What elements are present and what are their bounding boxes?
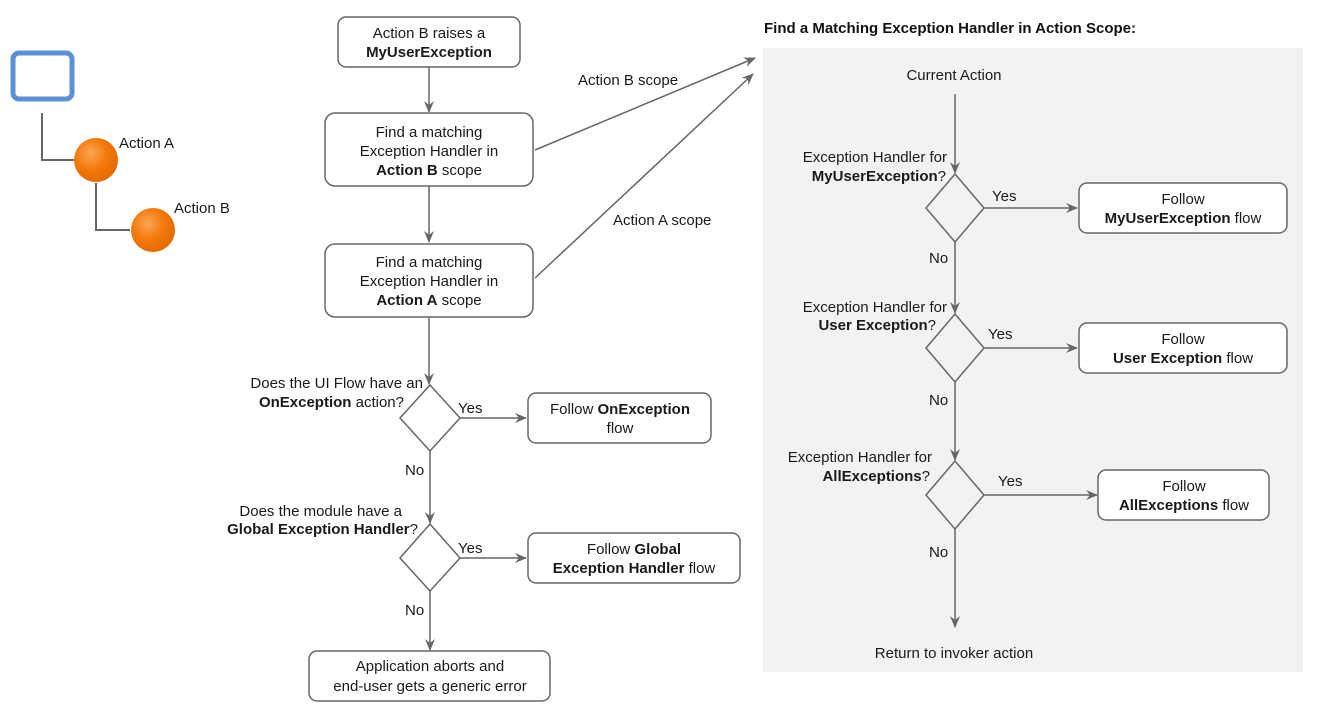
arrow-action-b-scope — [534, 57, 756, 151]
result1-line1: Follow OnException — [550, 401, 690, 418]
tree-connector-b — [95, 183, 130, 231]
end-line2: end-user gets a generic error — [333, 678, 526, 695]
action-a-scope-label: Action A scope — [613, 212, 711, 229]
decision1-yes-label: Yes — [458, 400, 482, 417]
check1-result-line1: Follow — [1161, 191, 1205, 208]
check1-no-label: No — [929, 250, 948, 267]
check1-line1: Exception Handler for — [803, 149, 947, 166]
follow-global-handler-box[interactable]: Follow Global Exception Handler flow — [527, 532, 741, 584]
result2-line1: Follow Global — [587, 541, 681, 558]
result1-line2: flow — [607, 420, 634, 437]
start-box[interactable]: Action B raises a MyUserException — [337, 16, 521, 68]
check2-result-line2: User Exception flow — [1113, 350, 1253, 367]
check3-result-line1: Follow — [1162, 478, 1206, 495]
check2-yes-label: Yes — [988, 326, 1012, 343]
decision1-line1: Does the UI Flow have an — [250, 375, 423, 392]
check2-line2: User Exception? — [818, 317, 936, 334]
return-to-invoker-label: Return to invoker action — [875, 645, 1033, 662]
decision2-no-label: No — [405, 602, 424, 619]
application-aborts-box[interactable]: Application aborts and end-user gets a g… — [308, 650, 551, 702]
check1-line2: MyUserException? — [812, 168, 946, 185]
result2-line2: Exception Handler flow — [553, 560, 716, 577]
check3-line1: Exception Handler for — [788, 449, 932, 466]
action-a-node-icon[interactable] — [74, 138, 118, 182]
start-line2: MyUserException — [366, 44, 492, 61]
check3-result-line2: AllExceptions flow — [1119, 497, 1249, 514]
decision1-no-label: No — [405, 462, 424, 479]
check3-line2: AllExceptions? — [822, 468, 930, 485]
find-a-line1: Find a matching — [376, 254, 483, 271]
panel-title: Find a Matching Exception Handler in Act… — [764, 20, 1136, 37]
find-a-line2: Exception Handler in — [360, 273, 498, 290]
action-a-label: Action A — [119, 135, 174, 152]
find-handler-action-b-box[interactable]: Find a matching Exception Handler in Act… — [324, 112, 534, 187]
find-a-line3: Action A scope — [376, 292, 481, 309]
find-b-line3: Action B scope — [376, 162, 482, 179]
action-b-node-icon[interactable] — [131, 208, 175, 252]
tree-connector-a — [41, 113, 74, 161]
check2-result-line1: Follow — [1161, 331, 1205, 348]
action-tree: Action A Action B — [10, 50, 230, 252]
end-line1: Application aborts and — [356, 658, 504, 675]
check3-no-label: No — [929, 544, 948, 561]
decision1-diamond[interactable] — [398, 383, 462, 453]
find-b-line1: Find a matching — [376, 124, 483, 141]
start-line1: Action B raises a — [373, 25, 486, 42]
decision1-line2: OnException action? — [259, 394, 404, 411]
action-b-label: Action B — [174, 200, 230, 217]
action-b-scope-label: Action B scope — [578, 72, 678, 89]
check1-yes-label: Yes — [992, 188, 1016, 205]
follow-myuserexception-box[interactable]: Follow MyUserException flow — [1078, 182, 1288, 234]
follow-allexceptions-box[interactable]: Follow AllExceptions flow — [1097, 469, 1270, 521]
check3-yes-label: Yes — [998, 473, 1022, 490]
decision2-yes-label: Yes — [458, 540, 482, 557]
check2-no-label: No — [929, 392, 948, 409]
find-handler-action-a-box[interactable]: Find a matching Exception Handler in Act… — [324, 243, 534, 318]
action-scope-panel: Find a Matching Exception Handler in Act… — [763, 20, 1303, 672]
main-flow: Action B raises a MyUserException Find a… — [227, 16, 756, 702]
find-b-line2: Exception Handler in — [360, 143, 498, 160]
arrow-action-a-scope — [534, 73, 754, 279]
check1-result-line2: MyUserException flow — [1105, 210, 1262, 227]
check2-line1: Exception Handler for — [803, 299, 947, 316]
current-action-label: Current Action — [906, 67, 1001, 84]
follow-user-exception-box[interactable]: Follow User Exception flow — [1078, 322, 1288, 374]
decision2-line1: Does the module have a — [239, 503, 402, 520]
decision2-line2: Global Exception Handler? — [227, 521, 418, 538]
follow-onexception-box[interactable]: Follow OnException flow — [527, 392, 712, 444]
screen-icon[interactable] — [10, 50, 75, 102]
